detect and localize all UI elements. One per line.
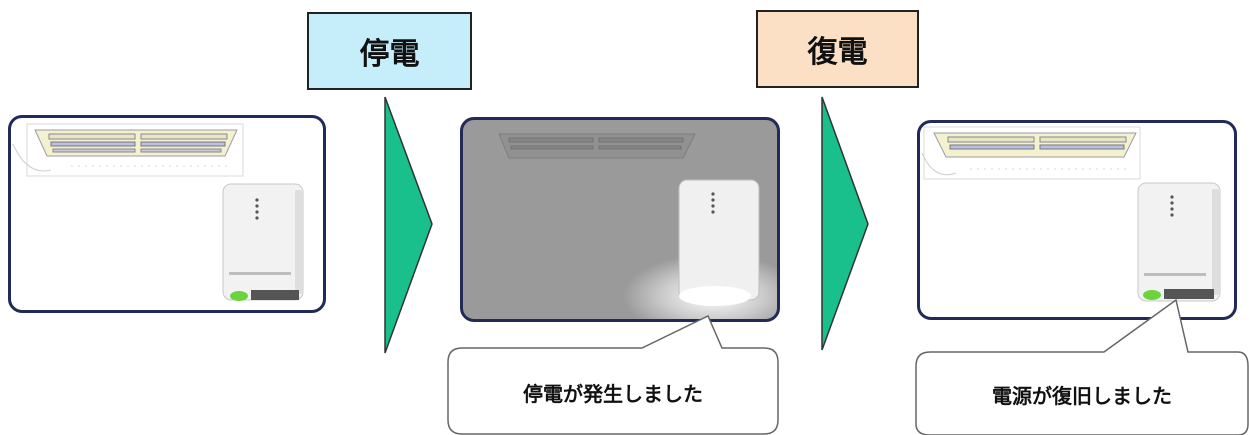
device-icon bbox=[222, 183, 304, 301]
restored-state-panel bbox=[917, 120, 1237, 320]
outage-state-illustration bbox=[498, 133, 777, 319]
restored-callout-bubble bbox=[915, 298, 1249, 435]
restored-state-illustration bbox=[921, 126, 1221, 302]
normal-state-panel bbox=[8, 115, 326, 313]
outage-callout-bubble bbox=[447, 314, 779, 435]
device-emergency-light-icon bbox=[678, 179, 760, 306]
power-outage-label-text: 停電 bbox=[359, 37, 420, 72]
power-outage-label: 停電 bbox=[307, 12, 472, 90]
ceiling-light-icon bbox=[12, 123, 244, 177]
device-icon bbox=[1137, 182, 1221, 302]
ceiling-light-icon bbox=[921, 126, 1141, 180]
dim-ceiling-light-icon bbox=[498, 133, 696, 159]
restored-callout-text: 電源が復旧しました bbox=[992, 384, 1172, 408]
outage-state-panel bbox=[460, 117, 780, 322]
outage-callout-text: 停電が発生しました bbox=[523, 382, 703, 406]
power-restored-label-text: 復電 bbox=[807, 35, 868, 70]
normal-state-illustration bbox=[12, 123, 304, 301]
power-restored-label: 復電 bbox=[756, 10, 919, 88]
